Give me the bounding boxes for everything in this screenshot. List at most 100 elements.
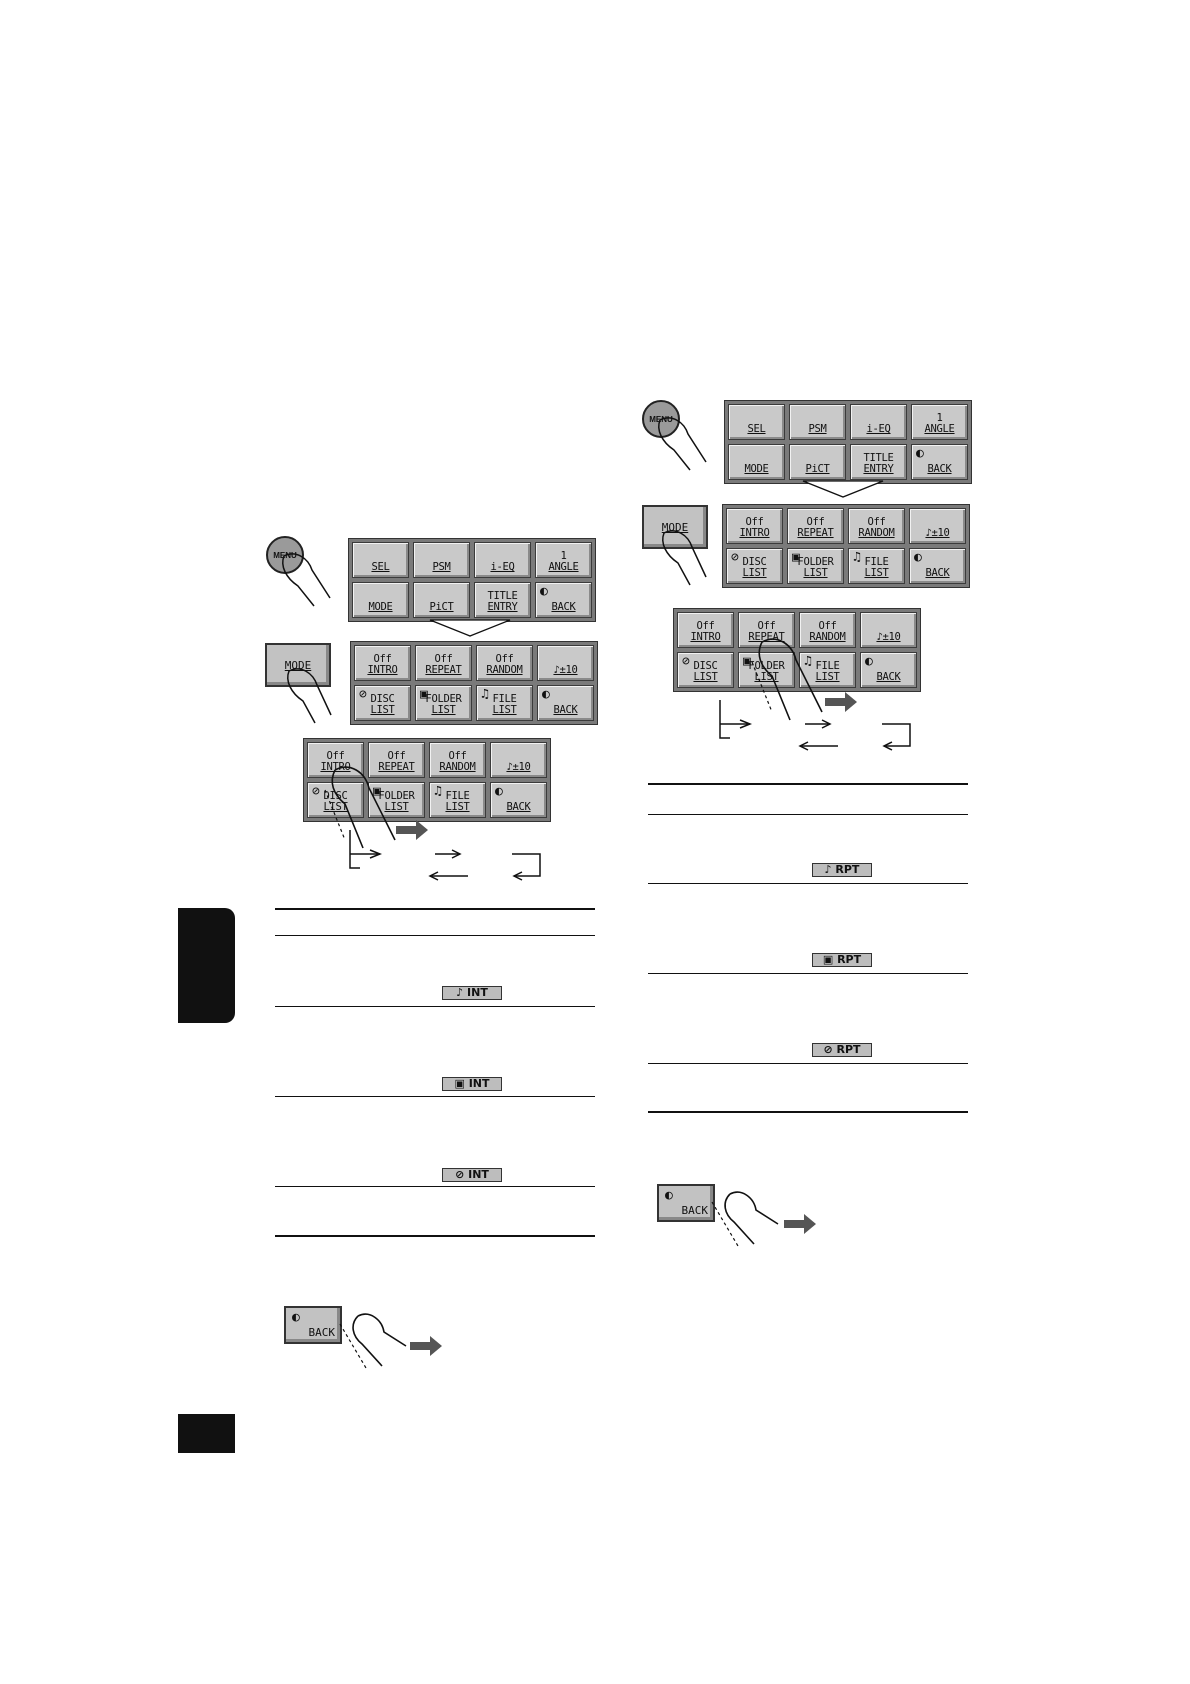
back-button[interactable]: ◐ BACK <box>284 1306 342 1344</box>
key-label: LIST <box>323 801 348 813</box>
key-top-label: FOLDER <box>378 790 415 802</box>
timer-icon: ◐ <box>916 446 924 461</box>
table-rule <box>648 883 968 884</box>
key-top-label: Off <box>745 516 764 528</box>
mode-grid-key[interactable]: ◐BACK <box>490 782 547 818</box>
timer-icon: ◐ <box>865 654 873 669</box>
key-label: LIST <box>445 801 470 813</box>
finger-icon <box>711 1191 779 1247</box>
menu-grid-key[interactable]: ◐BACK <box>911 444 968 480</box>
intro-disc-badge: ⊘ INT <box>442 1168 502 1182</box>
finger-icon <box>282 553 331 607</box>
key-label: i-EQ <box>490 561 515 573</box>
disc-icon: ⊘ <box>731 550 739 565</box>
key-top-label: FILE <box>815 660 840 672</box>
finger-icon <box>658 417 707 471</box>
key-top-label: FILE <box>492 693 517 705</box>
mode-button[interactable]: MODE <box>642 505 708 549</box>
table-rule <box>275 1186 595 1187</box>
mode-grid-key[interactable]: ♪±10 <box>537 645 594 681</box>
table-rule <box>648 1063 968 1064</box>
folder-icon: ▣ <box>743 654 751 669</box>
key-label: BACK <box>506 801 531 813</box>
cycle-arrows <box>349 830 541 881</box>
menu-grid-key[interactable]: PSM <box>413 542 470 578</box>
key-top-label: DISC <box>370 693 395 705</box>
menu-grid-key[interactable]: SEL <box>352 542 409 578</box>
key-label: ♪±10 <box>506 761 531 773</box>
key-label: LIST <box>370 704 395 716</box>
menu-grid-key[interactable]: PiCT <box>789 444 846 480</box>
mode-grid-key[interactable]: ◐BACK <box>537 685 594 721</box>
section-tab <box>178 908 235 1023</box>
timer-icon: ◐ <box>292 1310 300 1325</box>
key-top-label: 1 <box>560 550 567 562</box>
menu-grid-key[interactable]: PSM <box>789 404 846 440</box>
folder-icon: ▣ <box>792 550 800 565</box>
menu-grid-key[interactable]: SEL <box>728 404 785 440</box>
key-label: BACK <box>876 671 901 683</box>
mode-grid-key[interactable]: ◐BACK <box>860 652 917 688</box>
finger-icon <box>662 530 707 586</box>
timer-icon: ◐ <box>540 584 548 599</box>
menu-grid-key[interactable]: ◐BACK <box>535 582 592 618</box>
key-label: REPEAT <box>378 761 415 773</box>
disc-icon: ⊘ <box>312 784 320 799</box>
mode-grid-key[interactable]: ♪±10 <box>860 612 917 648</box>
repeat-track-badge: ♪ RPT <box>812 863 872 877</box>
key-label: RANDOM <box>486 664 523 676</box>
key-top-label: FOLDER <box>425 693 462 705</box>
page-number-box <box>178 1414 235 1453</box>
key-label: INTRO <box>690 631 721 643</box>
key-label: BACK <box>551 601 576 613</box>
finger-icon <box>287 668 332 724</box>
key-top-label: DISC <box>693 660 718 672</box>
key-top-label: Off <box>326 750 345 762</box>
mode-grid-key[interactable]: ◐BACK <box>909 548 966 584</box>
menu-grid-key[interactable]: i-EQ <box>850 404 907 440</box>
key-label: ENTRY <box>487 601 518 613</box>
mode-grid-key[interactable]: ♪±10 <box>909 508 966 544</box>
mode-grid-key[interactable]: ♪±10 <box>490 742 547 778</box>
menu-grid-key[interactable]: MODE <box>352 582 409 618</box>
menu-grid-key[interactable]: MODE <box>728 444 785 480</box>
menu-grid-key[interactable]: PiCT <box>413 582 470 618</box>
key-top-label: DISC <box>742 556 767 568</box>
press-arrow-icon <box>410 1336 442 1356</box>
intro-track-badge: ♪ INT <box>442 986 502 1000</box>
menu-grid-key[interactable]: i-EQ <box>474 542 531 578</box>
press-arrow-icon <box>784 1214 816 1234</box>
table-rule <box>648 783 968 785</box>
back-button[interactable]: ◐ BACK <box>657 1184 715 1222</box>
mode-button[interactable]: MODE <box>265 643 331 687</box>
